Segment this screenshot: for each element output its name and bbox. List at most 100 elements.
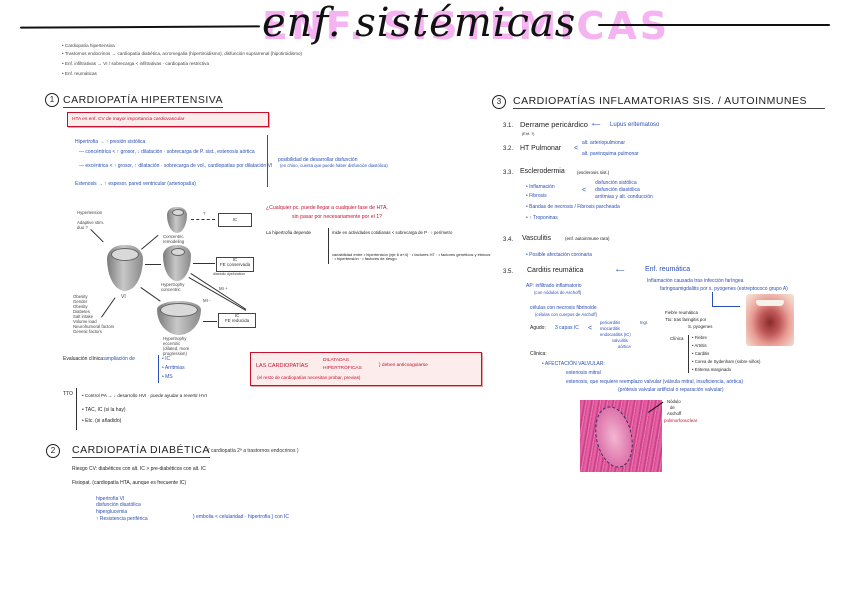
diab-item: hipertrofia VI	[96, 496, 125, 502]
intro-item: • Enf. reumáticas	[62, 71, 97, 76]
branch-icon: <	[582, 187, 587, 194]
fisiopat-line: Fisiopat. (cardiopatía HTA, aunque es fr…	[72, 480, 187, 486]
diagram-arrow	[203, 321, 217, 322]
diab-item: disfunción diastólica	[96, 502, 141, 508]
box-option-2: HIPERTRÓFICAS	[323, 366, 362, 371]
item-number: 3.2.	[503, 146, 514, 152]
box-option-1: DILATADAS	[323, 358, 349, 363]
arrow-icon: ⟵	[616, 268, 625, 274]
diab-item: ↑ Resistencia periférica	[96, 516, 148, 522]
item-sub: (enf. autoinmune rara)	[565, 236, 610, 241]
section-subtitle: ( cardiopatía 2ª a trastornos endocrinos…	[208, 448, 299, 454]
bullet: • Posible afectación coronaria	[526, 252, 592, 258]
histo-label: Nódulo	[667, 399, 681, 404]
red-question: ¿Cualquier pc. puede llegar a cualquier …	[266, 205, 388, 211]
branch-item: alt. parénquima pulmonar	[582, 151, 639, 157]
intro-item: • Cardiopatía hipertensiva	[62, 43, 115, 48]
section-number: 2	[46, 444, 60, 458]
side-note: (en chino, cuenta que puede haber disfun…	[280, 163, 388, 168]
tto-item: • TAC, IC (si la hay)	[82, 407, 126, 413]
fiebre-line: Fiebre reumática	[665, 310, 698, 315]
pharyngitis-photo	[746, 294, 794, 346]
diab-right: } embolia < celularidad · hipertrofia } …	[193, 514, 290, 520]
bracket	[688, 335, 689, 373]
bullet: • Inflamación	[526, 184, 555, 190]
item-number: 3.3.	[503, 170, 514, 176]
item-label: Vasculitis	[522, 235, 552, 242]
definition-line: Inflamación causada tras infección farín…	[647, 278, 744, 284]
agudo-branch: pericarditis	[600, 320, 621, 325]
definition-line: faringoamigdalitis por s. pyogenes (estr…	[660, 286, 788, 292]
histo-label: Aschoff	[667, 411, 682, 416]
agudo-branch: valvulitis	[612, 338, 628, 343]
item-sub: (Enf. ?)	[522, 132, 535, 136]
bullet: • Fibrosis	[526, 193, 547, 199]
title-rule-right	[598, 24, 830, 26]
brace	[267, 135, 268, 187]
box-suffix: } deben anticoagularse	[379, 363, 428, 368]
fiebre-item: • Artritis	[692, 343, 707, 348]
fiebre-item: • Corea de Sydenham (sobre niños)	[692, 359, 761, 364]
note-line: Estenosis → ↑ espesor, pared ventricular…	[75, 181, 196, 187]
histo-label: polimorfonuclear	[664, 418, 698, 423]
box-line-2: (el resto de cardiopatías necesitan prob…	[257, 375, 361, 380]
clinica-item: • AFECTACIÓN VALVULAR:	[542, 361, 605, 367]
fiebre-item: • Eritema marginado	[692, 367, 731, 372]
eval-sub: ampliación de	[104, 356, 135, 362]
side-note: posibilidad de desarrollar disfunción	[278, 157, 358, 163]
diab-item: hiperglucemia	[96, 509, 128, 515]
item-link: Enf. reumática	[645, 266, 691, 273]
effect-item: disfunción sistólica	[595, 180, 637, 186]
box-sublabel: diastolic dysfunction	[213, 272, 246, 276]
diagram-arrow	[193, 263, 215, 264]
ap-line: (células con cuerpos de Aschoff)	[535, 312, 598, 317]
agudo-branch: aórtica	[618, 344, 631, 349]
diagram-arrow	[90, 229, 104, 243]
tto-label: TTO	[63, 391, 73, 397]
heart-normal-icon	[107, 245, 143, 291]
bracket	[76, 388, 77, 430]
item-number: 3.5.	[503, 269, 514, 275]
branch-icon: <	[574, 145, 579, 152]
title-text: enf. sistémicas	[262, 0, 577, 46]
heart-concentric-remodel-icon	[167, 207, 187, 233]
connector	[712, 306, 740, 307]
diagram-arrow	[145, 264, 161, 265]
fiebre-item: • Fiebre	[692, 335, 707, 340]
anticoagulation-box: LAS CARDIOPATÍAS DILATADAS HIPERTRÓFICAS…	[250, 352, 482, 386]
section-title: CARDIOPATÍA DIABÉTICA	[72, 444, 210, 458]
item-label: HT Pulmonar	[520, 145, 562, 152]
item-label: Esclerodermia	[520, 168, 565, 175]
diagram-label-eccentric: Hypertrophy eccentric (dilated, more pro…	[163, 336, 190, 356]
highlight-text: HTA es enf. CV de mayor importancia card…	[72, 117, 185, 122]
branch-icon: <	[588, 325, 593, 332]
bullet: • ↑ Troponinas	[526, 215, 558, 221]
item-link: Lupus eritematoso	[610, 122, 660, 128]
red-question: sin pasar por necesariamente por el 1?	[292, 214, 382, 220]
note-line: — concéntrica < ↑ grosor, ↓ dilatación ·…	[79, 149, 255, 155]
connector	[712, 292, 713, 306]
section-number: 3	[492, 95, 506, 109]
item-number: 3.1.	[503, 123, 514, 129]
effect-item: arritmias y alt. conducción	[595, 194, 653, 200]
clinica-item: estenosis mitral	[566, 370, 601, 376]
ap-line: AP: infiltrado inflamatorio	[526, 283, 582, 289]
bracket	[328, 228, 329, 264]
outcome-box-fe-conservada: IC FE conservada	[216, 257, 254, 272]
diagram-label-vi: VI	[121, 294, 126, 300]
agudo-branch: miocarditis	[600, 326, 621, 331]
ap-line: (con nódulos de Aschoff)	[534, 290, 582, 295]
fiebre-line: S. pyogenes	[688, 324, 713, 329]
note-line: Hipertrofia → ↑ presión sistólica	[75, 139, 146, 145]
branch-item: alt. arteriopulmonar	[582, 140, 626, 146]
agudo-label: Agudo:	[530, 325, 546, 331]
arrow-icon: ⟵	[592, 122, 601, 128]
bullet: • Bandas de necrosis / Fibrosis parchead…	[526, 204, 620, 210]
clinica-item: (prótesis valvular artificial o reparaci…	[618, 387, 724, 393]
arrow-label: ?	[203, 211, 206, 216]
heart-eccentric-icon	[157, 301, 201, 335]
section-title: CARDIOPATÍAS INFLAMATORIAS SIS. / AUTOIN…	[513, 95, 825, 109]
tto-item: • Control PA → ↓ desarrollo HVI · puede …	[82, 393, 207, 398]
box-prefix: LAS CARDIOPATÍAS	[256, 363, 309, 369]
diagram-arrow	[141, 234, 159, 250]
